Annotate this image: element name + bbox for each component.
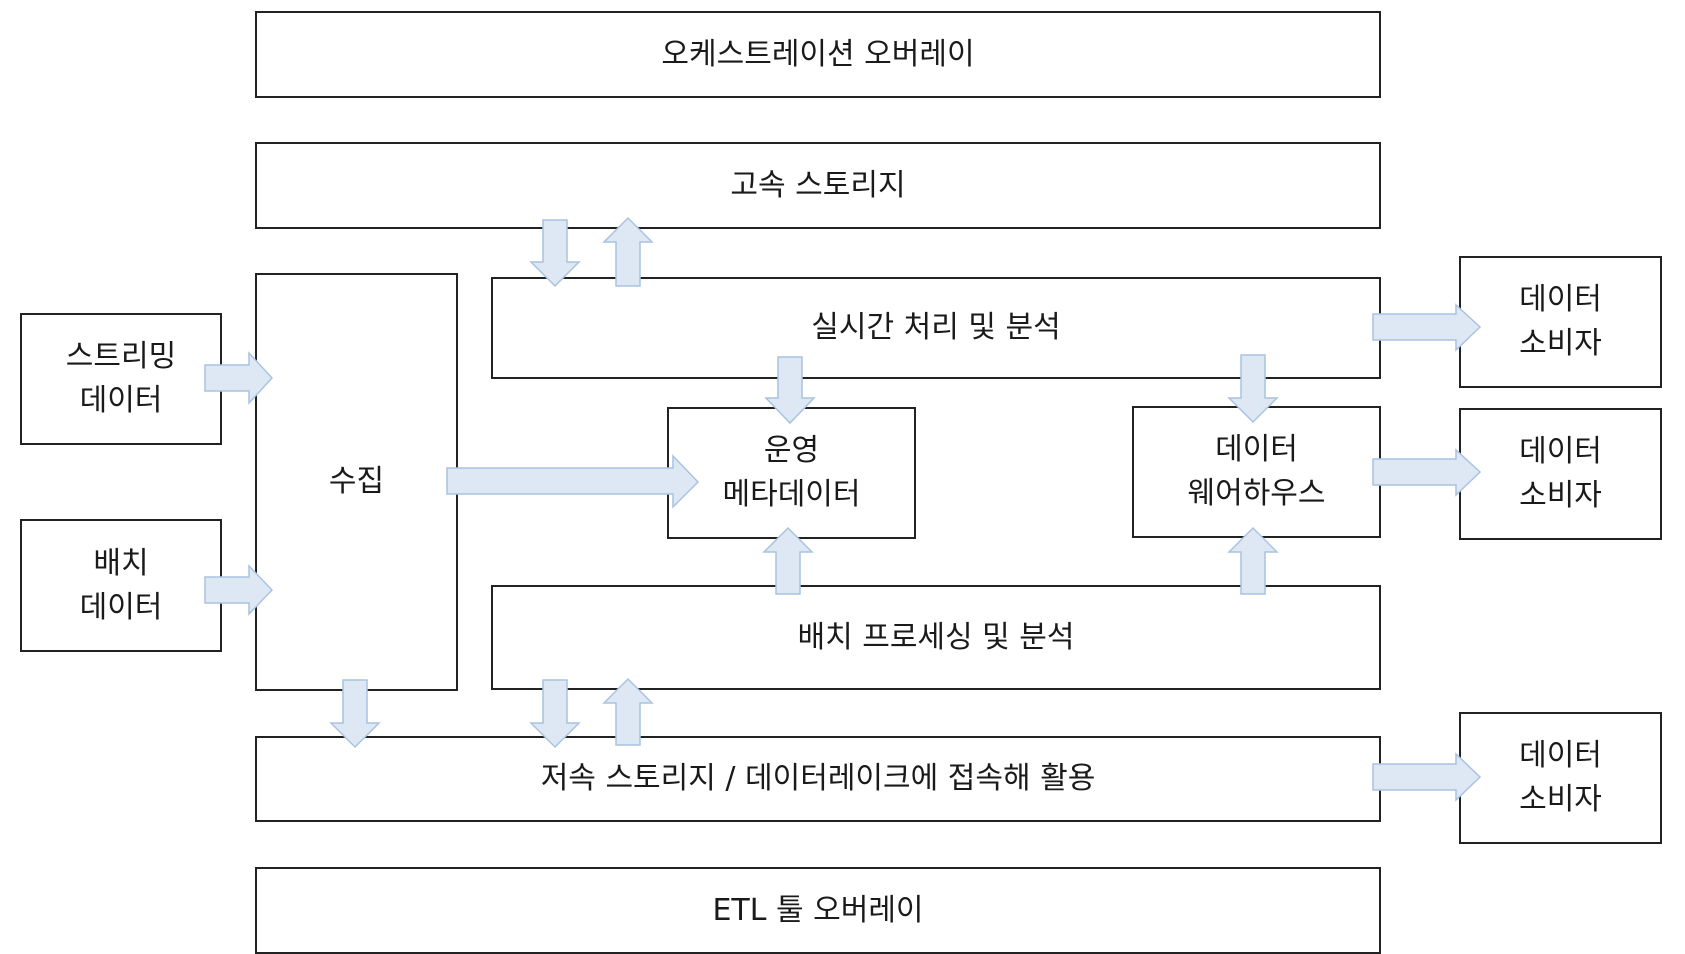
fast-storage-label: 고속 스토리지 xyxy=(730,167,906,203)
slow-storage-box: 저속 스토리지 / 데이터레이크에 접속해 활용 xyxy=(255,736,1381,822)
etl-overlay-box: ETL 툴 오버레이 xyxy=(255,867,1381,954)
ingestion-box: 수집 xyxy=(255,273,458,691)
ingestion-label: 수집 xyxy=(328,464,385,499)
batch-processing-box: 배치 프로세싱 및 분석 xyxy=(491,585,1381,690)
data-consumer-label-3: 데이터 소비자 xyxy=(1519,738,1602,817)
realtime-processing-box: 실시간 처리 및 분석 xyxy=(491,277,1381,379)
batch-processing-label: 배치 프로세싱 및 분석 xyxy=(797,619,1075,655)
data-warehouse-box: 데이터 웨어하우스 xyxy=(1132,406,1381,538)
data-warehouse-label: 데이터 웨어하우스 xyxy=(1187,432,1326,511)
streaming-data-label: 스트리밍 데이터 xyxy=(65,339,177,418)
orchestration-overlay-box: 오케스트레이션 오버레이 xyxy=(255,11,1381,98)
batch-data-box: 배치 데이터 xyxy=(20,519,222,652)
data-consumer-box-1: 데이터 소비자 xyxy=(1459,256,1662,388)
etl-overlay-label: ETL 툴 오버레이 xyxy=(712,892,924,928)
arrow-ingestion-to-metadata xyxy=(446,454,700,509)
operational-metadata-box: 운영 메타데이터 xyxy=(667,407,916,539)
operational-metadata-label: 운영 메타데이터 xyxy=(722,433,861,512)
streaming-data-box: 스트리밍 데이터 xyxy=(20,313,222,445)
realtime-processing-label: 실시간 처리 및 분석 xyxy=(811,310,1061,345)
orchestration-overlay-label: 오케스트레이션 오버레이 xyxy=(661,36,975,72)
batch-data-label: 배치 데이터 xyxy=(79,545,163,625)
data-consumer-label-1: 데이터 소비자 xyxy=(1519,282,1602,361)
data-consumer-box-2: 데이터 소비자 xyxy=(1459,408,1662,540)
fast-storage-box: 고속 스토리지 xyxy=(255,142,1381,229)
data-consumer-box-3: 데이터 소비자 xyxy=(1459,712,1662,844)
slow-storage-label: 저속 스토리지 / 데이터레이크에 접속해 활용 xyxy=(540,761,1096,796)
data-consumer-label-2: 데이터 소비자 xyxy=(1519,434,1602,513)
